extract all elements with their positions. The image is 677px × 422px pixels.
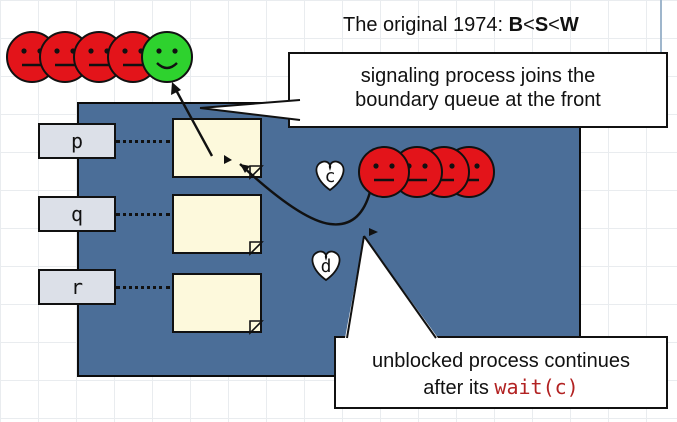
edge-line: [660, 0, 662, 52]
callout-signaling-line2: boundary queue at the front: [355, 89, 601, 111]
smile-face-icon: [140, 30, 194, 84]
callout-unblocked-tail: [345, 236, 438, 338]
dotted-connector-p: [116, 140, 170, 143]
arrow-to-queue: [174, 89, 214, 157]
callout-unblocked: unblocked process continues after its wa…: [334, 336, 668, 409]
signal-path-arrowhead: [240, 164, 250, 173]
title-w: W: [559, 14, 579, 36]
condition-c-heart: c: [315, 160, 345, 192]
entry-label-p: p: [38, 123, 116, 159]
monitor-box: [77, 102, 581, 377]
callout-signaling-tail: [200, 100, 300, 120]
dotted-connector-r: [116, 286, 170, 289]
cell-corners: [249, 165, 264, 335]
condition-c-label: c: [325, 166, 336, 187]
resume-marker: [224, 155, 232, 164]
boundary-queue: [5, 30, 194, 84]
frown-face-icon: [357, 145, 411, 199]
wait-c-code: wait(c): [494, 375, 579, 399]
title-s: S: [534, 14, 549, 36]
slide-title: The original 1974: B<S<W: [343, 14, 579, 37]
title-lt2: <: [548, 14, 560, 36]
condition-c-queue: [357, 145, 496, 199]
condition-d-heart: d: [311, 250, 341, 282]
callout-unblocked-line2: after its wait(c): [336, 374, 666, 401]
title-prefix: The original 1974:: [343, 14, 509, 36]
callout-unblocked-prefix: after its: [423, 377, 495, 399]
condition-d-label: d: [321, 256, 332, 277]
entry-label-q: q: [38, 196, 116, 232]
procedure-cell-q: [172, 194, 262, 254]
signal-path-curve: [239, 163, 372, 226]
entry-label-r: r: [38, 269, 116, 305]
title-lt1: <: [523, 14, 535, 36]
callout-signaling: signaling process joins the boundary que…: [288, 52, 668, 128]
dotted-connector-q: [116, 213, 170, 216]
procedure-cell-r: [172, 273, 262, 333]
title-b: B: [508, 14, 524, 36]
callout-signaling-line1: signaling process joins the: [360, 65, 596, 87]
callout-unblocked-line1: unblocked process continues: [372, 350, 630, 372]
wait-marker: [369, 228, 378, 236]
